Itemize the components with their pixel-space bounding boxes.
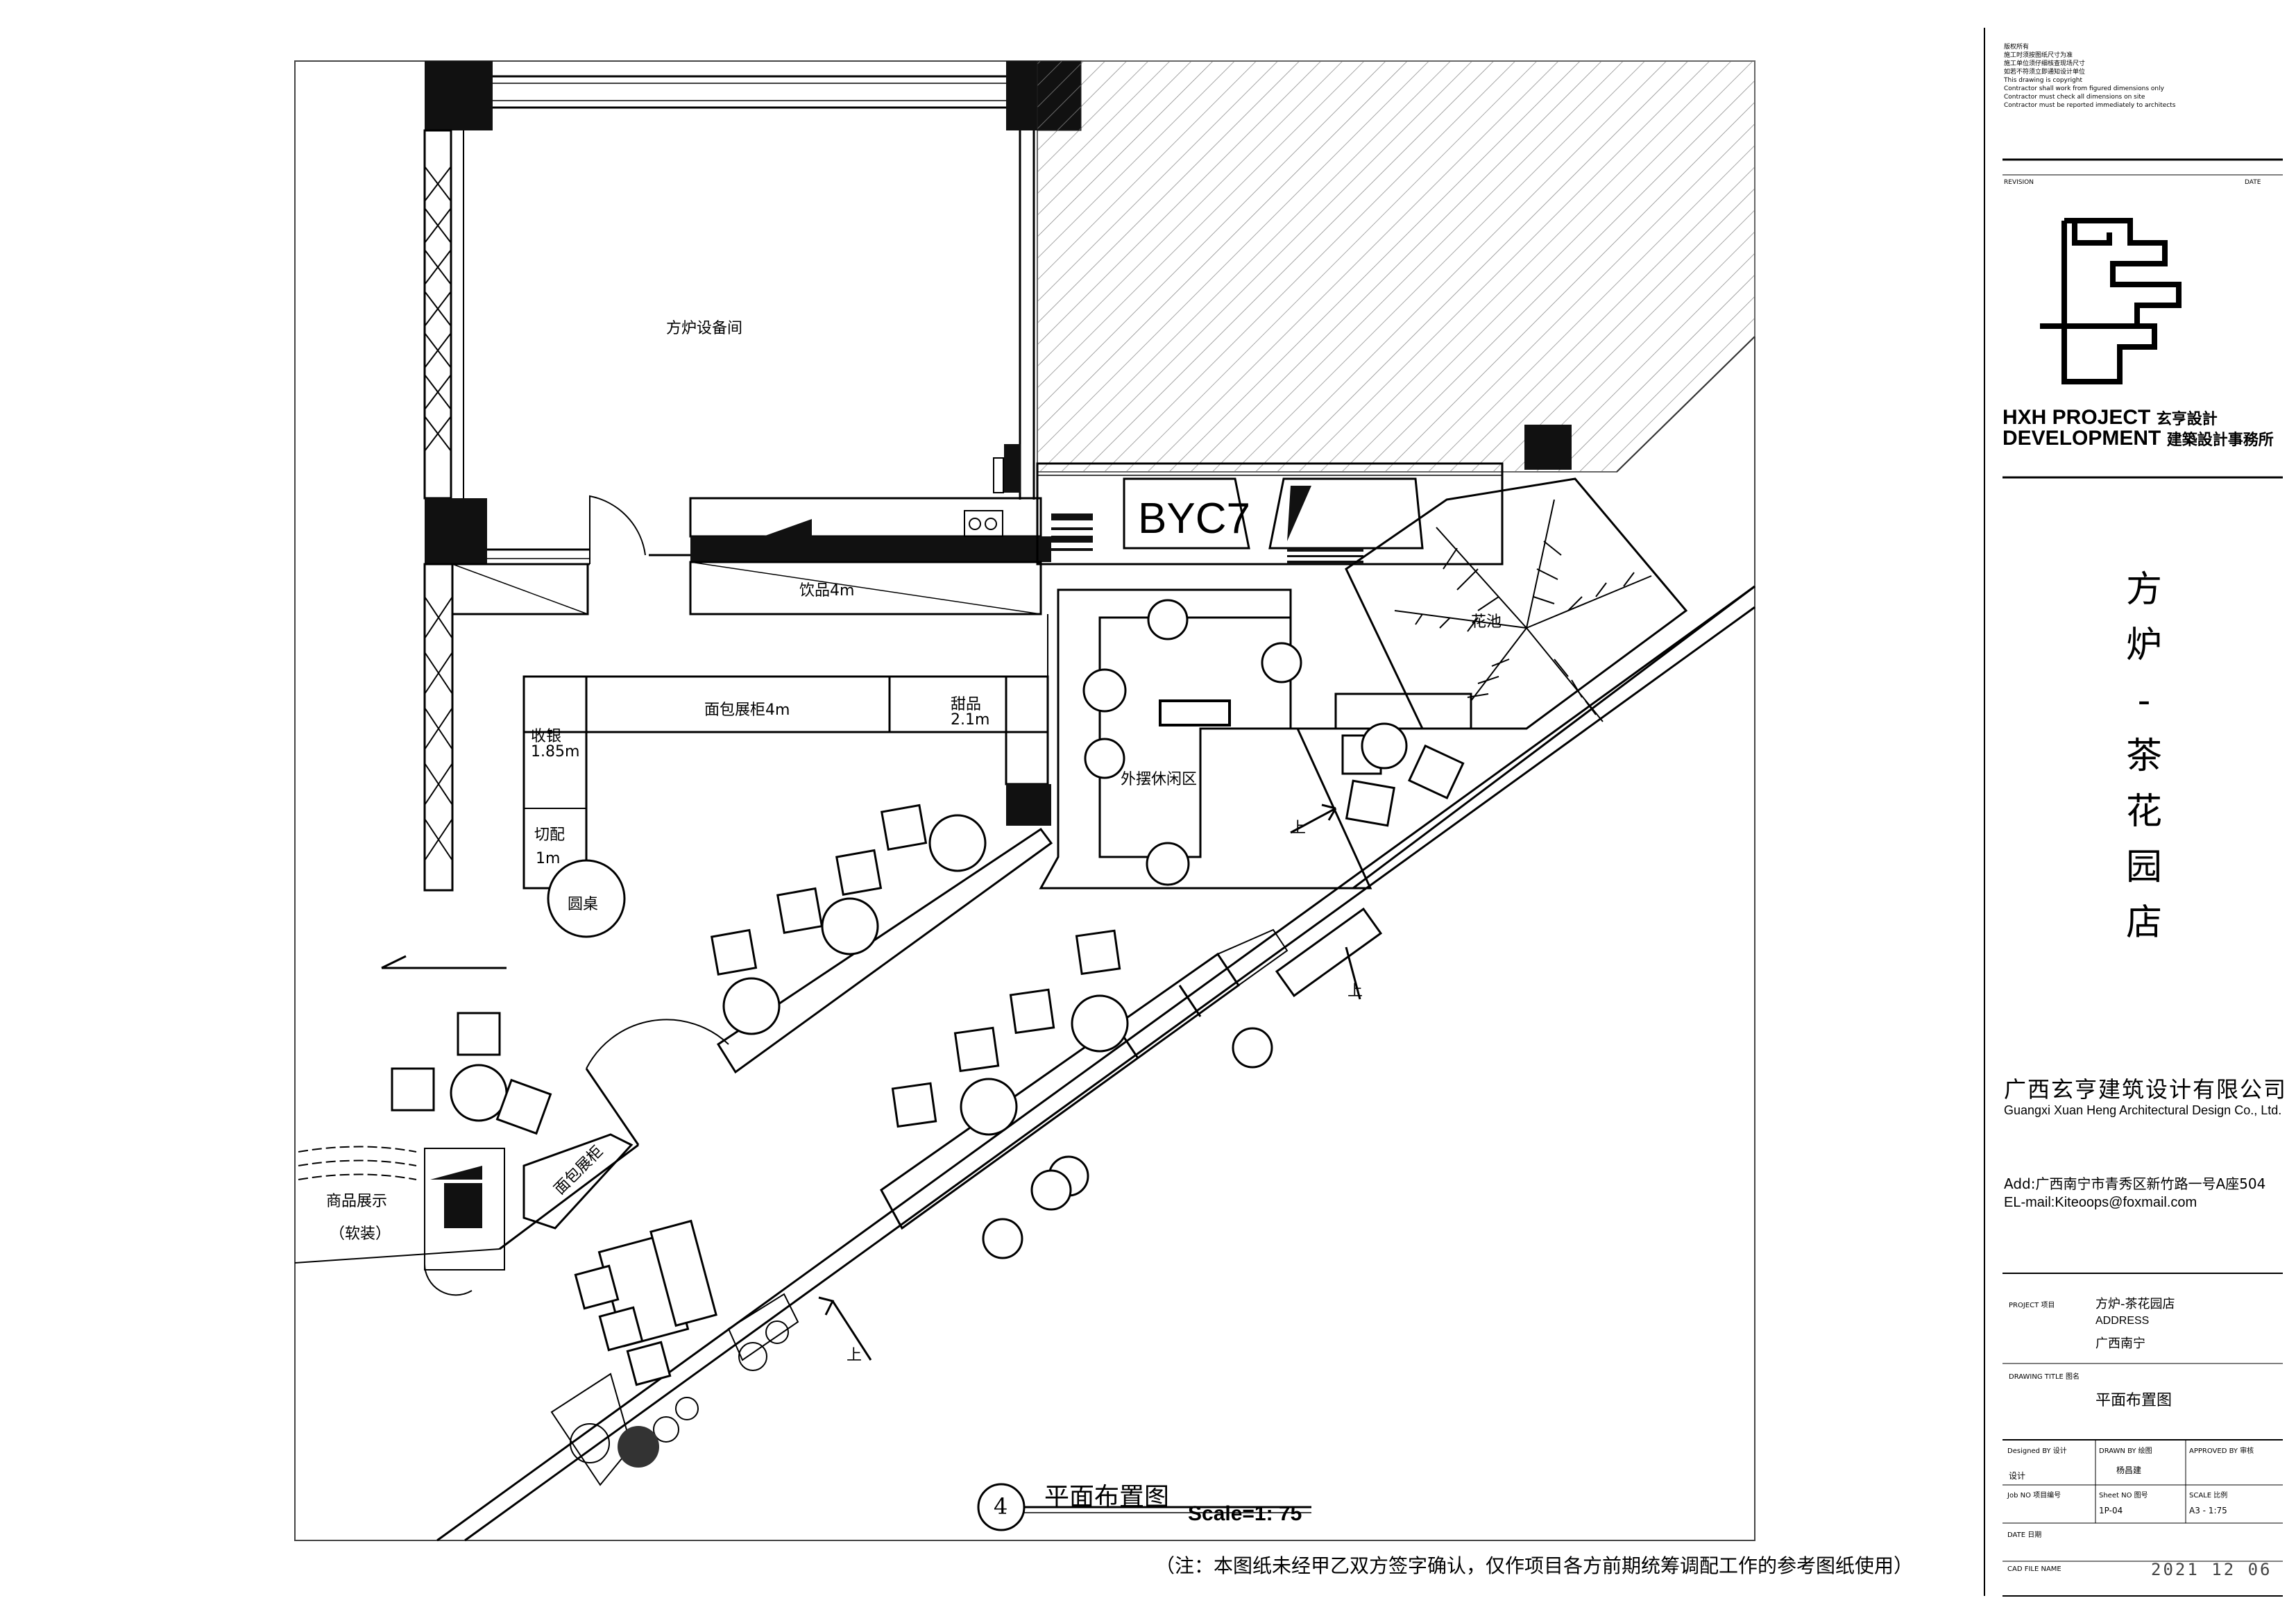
stair-label: 上: [847, 1347, 862, 1364]
round-table: [547, 859, 626, 938]
label-cashier: 收银: [531, 728, 562, 745]
drawing-title-value: 平面布置图: [2095, 1392, 2172, 1409]
column: [1006, 784, 1051, 826]
sheet-no-value: 1P-04: [2099, 1506, 2123, 1515]
flower-bed: [1345, 477, 1688, 730]
job-no-label: Job NO 项目编号: [2007, 1492, 2061, 1499]
project-value: 方炉-茶花园店: [2095, 1297, 2175, 1311]
door-swing: [586, 1019, 729, 1069]
column: [425, 498, 487, 564]
column: [1524, 425, 1572, 470]
label-display-soft: （软装）: [330, 1225, 391, 1243]
drawing-scale: Scale=1: 75: [1188, 1502, 1302, 1525]
label-bread-cabinet: 面包展柜4m: [704, 702, 790, 719]
address-value: 广西南宁: [2095, 1336, 2145, 1351]
brand-logo: [2040, 218, 2182, 384]
label-prep: 切配: [534, 826, 566, 844]
company-email: EL-mail:Kiteoops@foxmail.com: [2004, 1195, 2197, 1210]
label-display: 商品展示: [326, 1193, 388, 1210]
cad-file-label: CAD FILE NAME: [2007, 1565, 2061, 1573]
drawing-title-label: DRAWING TITLE 图名: [2009, 1373, 2080, 1381]
brand-line-1: HXH PROJECT 玄亨設計: [2002, 406, 2218, 429]
date-row-label: DATE 日期: [2007, 1531, 2042, 1539]
label-equipment-room: 方炉设备间: [666, 320, 743, 337]
address-label: ADDRESS: [2095, 1315, 2150, 1327]
label-sign: BYC7: [1138, 495, 1250, 543]
label-drinks: 饮品4m: [799, 582, 855, 600]
brand-line-2: DEVELOPMENT 建築設計事務所: [2002, 427, 2274, 450]
approved-by-label: APPROVED BY 审核: [2189, 1447, 2254, 1455]
company-name-en: Guangxi Xuan Heng Architectural Design C…: [2004, 1103, 2282, 1117]
door-swing: [589, 495, 646, 564]
column: [425, 61, 493, 130]
titleblock-notes: 版权所有 施工时须按图纸尺寸为准 施工单位须仔细核查现场尺寸 如若不符须立即通知…: [2004, 44, 2176, 109]
stair-label: 上: [1347, 983, 1363, 1000]
label-dessert-length: 2.1m: [951, 711, 990, 729]
company-name-cn: 广西玄亨建筑设计有限公司: [2004, 1076, 2288, 1103]
label-prep-length: 1m: [536, 850, 561, 867]
label-outdoor-lounge: 外摆休闲区: [1121, 771, 1198, 788]
revision-label: REVISION: [2004, 179, 2034, 186]
footnote: （注：本图纸未经甲乙双方签字确认，仅作项目各方前期统筹调配工作的参考图纸使用）: [1155, 1554, 1914, 1577]
stair-label: 上: [1291, 819, 1307, 837]
hatched-terrace: [1037, 60, 1755, 473]
company-address: Add:广西南宁市青秀区新竹路一号A座504: [2004, 1175, 2266, 1192]
label-flower-bed: 花池: [1471, 613, 1502, 631]
scale-label: SCALE 比例: [2189, 1492, 2228, 1499]
designed-by-value: 设计: [2009, 1471, 2026, 1481]
date-value: 2021 12 06: [2151, 1560, 2272, 1579]
drawing-title: 平面布置图: [1044, 1483, 1170, 1511]
designed-by-label: Designed BY 设计: [2007, 1447, 2067, 1455]
project-label: PROJECT 项目: [2009, 1302, 2055, 1309]
label-cashier-length: 1.85m: [531, 743, 580, 760]
drawn-by-label: DRAWN BY 绘图: [2099, 1447, 2152, 1455]
label-round-table: 圆桌: [568, 896, 599, 913]
project-name-vertical: 方 炉 - 茶 花 园 店: [2125, 569, 2162, 944]
drawn-by-value: 杨昌建: [2116, 1465, 2142, 1475]
date-label: DATE: [2245, 179, 2261, 186]
label-dessert: 甜品: [951, 696, 982, 713]
title-number: 4: [994, 1493, 1008, 1520]
scale-value: A3 - 1:75: [2189, 1506, 2227, 1515]
sheet-no-label: Sheet NO 图号: [2099, 1492, 2148, 1499]
